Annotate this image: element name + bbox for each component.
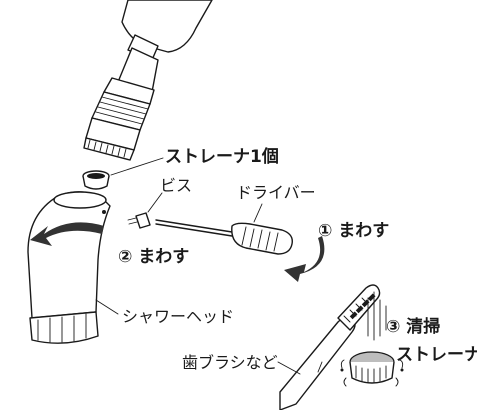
screw-illustration bbox=[127, 212, 151, 229]
strainer-illustration bbox=[82, 170, 110, 190]
water-lines bbox=[367, 291, 387, 341]
label-step3-line1: ③ 清掃 bbox=[386, 316, 440, 337]
label-shower-head: シャワーヘッド bbox=[122, 307, 234, 326]
label-screw: ビス bbox=[160, 176, 192, 195]
rotate-arrow-icon bbox=[30, 222, 104, 246]
connector-illustration bbox=[83, 47, 159, 161]
toothbrush-illustration bbox=[279, 284, 381, 410]
screwdriver-illustration bbox=[155, 219, 293, 255]
rotate-arrow-icon bbox=[284, 236, 325, 282]
label-step2: ② まわす bbox=[118, 247, 189, 267]
label-step3-line2: ストレーナ bbox=[396, 345, 477, 365]
hose-illustration bbox=[121, 0, 213, 61]
label-toothbrush: 歯ブラシなど bbox=[182, 353, 278, 372]
label-screwdriver: ドライバー bbox=[236, 183, 316, 202]
label-strainer-one: ストレーナ1個 bbox=[165, 146, 279, 167]
strainer-illustration bbox=[340, 351, 404, 387]
label-step1: ① まわす bbox=[318, 221, 389, 241]
shower-head-illustration bbox=[27, 191, 111, 344]
